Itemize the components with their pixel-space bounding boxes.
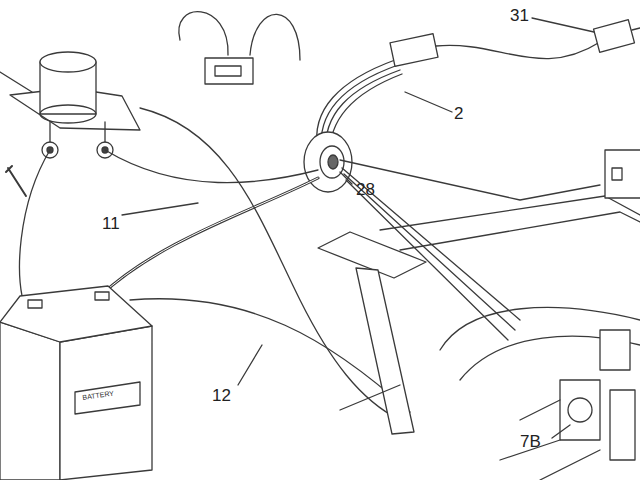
- leader-line: [238, 345, 262, 385]
- solenoid: [10, 52, 140, 158]
- callout-number: 7B: [518, 432, 543, 451]
- leader-line: [0, 72, 32, 92]
- grommet: [304, 132, 352, 192]
- vehicle-frame: [380, 150, 640, 480]
- callout-number: 2: [452, 104, 465, 123]
- leader-line: [552, 425, 570, 438]
- leader-line: [532, 18, 594, 32]
- harness: [317, 20, 640, 156]
- plug: [179, 12, 300, 84]
- screw: [6, 166, 26, 196]
- callout-number: 31: [508, 6, 531, 25]
- leader-line: [405, 92, 452, 112]
- leader-line: [122, 203, 198, 215]
- battery: [0, 286, 152, 480]
- bracket: [318, 232, 426, 434]
- callout-number: 28: [354, 180, 377, 199]
- callout-number: 12: [210, 386, 233, 405]
- callout-number: 11: [100, 214, 122, 233]
- leader-line: [340, 172, 352, 184]
